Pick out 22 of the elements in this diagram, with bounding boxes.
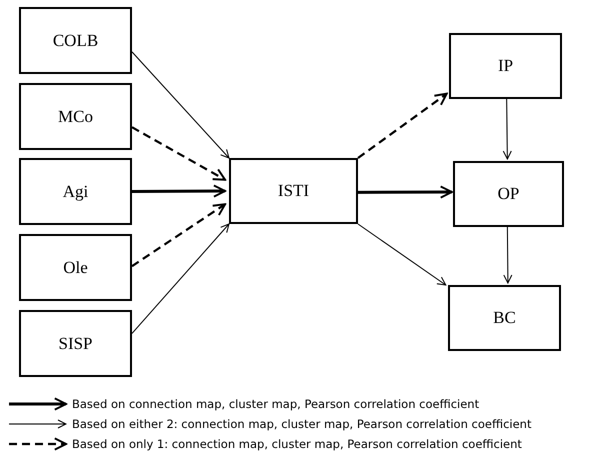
- process-box: Agi: [19, 158, 132, 225]
- arrow: [131, 203, 226, 268]
- legend-text: Based on connection map, cluster map, Pearson correlation coefficient: [72, 397, 480, 411]
- legend-text: Based on only 1: connection map, cluster map, Pearson correlation coefficient: [72, 437, 522, 451]
- arrow: [502, 98, 512, 160]
- process-box: OP: [453, 161, 564, 227]
- arrow: [358, 224, 446, 286]
- process-box: IP: [449, 33, 562, 99]
- arrow: [503, 226, 512, 284]
- process-box: BC: [448, 285, 561, 351]
- arrow: [357, 92, 448, 159]
- arrow: [132, 51, 230, 158]
- process-box: Ole: [19, 234, 132, 301]
- arrow: [358, 185, 453, 199]
- process-box: SISP: [19, 310, 132, 377]
- process-box: MCo: [19, 83, 132, 150]
- process-box: ISTI: [229, 158, 358, 224]
- legend-text: Based on either 2: connection map, cluster map, Pearson correlation coefficient: [72, 417, 532, 431]
- arrow: [131, 126, 226, 181]
- process-box: COLB: [19, 7, 132, 74]
- arrow: [132, 224, 230, 334]
- arrow: [132, 184, 226, 198]
